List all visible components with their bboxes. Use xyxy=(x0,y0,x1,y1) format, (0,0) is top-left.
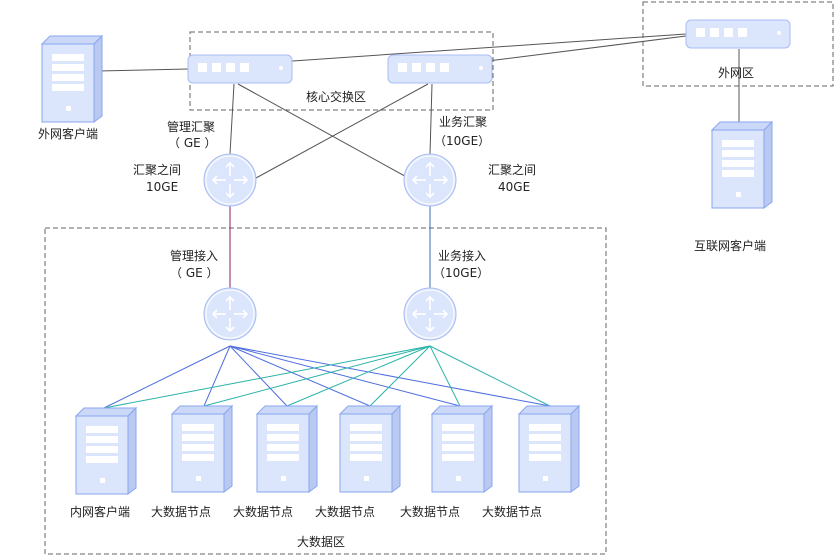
mgmt-access-router xyxy=(203,287,257,341)
mgmt-access-link xyxy=(229,345,461,407)
mgmt-aggregation-label: 管理汇聚 xyxy=(167,119,215,134)
bigdata-node-server-1 xyxy=(171,405,233,493)
agg-between-right-speed: 40GE xyxy=(498,180,530,194)
biz-access-link xyxy=(103,345,431,409)
bigdata-zone-label: 大数据区 xyxy=(297,534,345,549)
biz-access-link xyxy=(429,345,551,407)
core-zone-label: 核心交换区 xyxy=(306,89,366,104)
access-fanout-links xyxy=(103,345,551,409)
mgmt-access-link xyxy=(229,345,288,407)
biz-access-link xyxy=(429,345,461,407)
biz-access-link xyxy=(369,345,431,407)
bigdata-node-label: 大数据节点 xyxy=(482,504,542,519)
bigdata-node-label: 大数据节点 xyxy=(400,504,460,519)
internet-client-label: 互联网客户端 xyxy=(694,238,766,253)
biz-aggregation-label: 业务汇聚 xyxy=(439,114,487,129)
external-switch xyxy=(685,19,791,49)
bigdata-node-label: 大数据节点 xyxy=(233,504,293,519)
agg-between-left-label: 汇聚之间 xyxy=(133,163,181,177)
internal-client-server xyxy=(75,407,137,495)
mgmt-aggregation-speed: （ GE ） xyxy=(168,136,217,150)
mgmt-agg-link xyxy=(229,83,235,155)
core-switch-biz xyxy=(387,54,493,84)
wan-link-biz xyxy=(479,35,687,63)
mgmt-access-label: 管理接入 xyxy=(170,248,218,263)
cross-link-a xyxy=(237,83,413,181)
core-switch-mgmt xyxy=(187,54,293,84)
biz-access-link xyxy=(203,345,431,407)
external-client-server xyxy=(41,35,103,123)
biz-access-link xyxy=(286,345,431,407)
internal-client-label: 内网客户端 xyxy=(70,504,130,519)
core-links xyxy=(97,33,740,181)
external-zone-label: 外网区 xyxy=(718,66,754,80)
biz-access-speed: （10GE） xyxy=(433,266,489,280)
internet-client-server xyxy=(711,121,773,209)
bigdata-node-server-3 xyxy=(339,405,401,493)
biz-aggregation-router xyxy=(403,153,457,207)
bigdata-zone-box xyxy=(44,227,607,555)
bigdata-node-server-4 xyxy=(431,405,493,493)
agg-between-left-speed: 10GE xyxy=(146,180,178,194)
mgmt-access-speed: （ GE ） xyxy=(170,266,219,280)
external-zone-box xyxy=(642,1,834,87)
external-client-link xyxy=(97,68,189,72)
bigdata-node-server-2 xyxy=(256,405,318,493)
bigdata-node-label: 大数据节点 xyxy=(151,504,211,519)
bigdata-node-server-5 xyxy=(518,405,580,493)
bigdata-node-label: 大数据节点 xyxy=(315,504,375,519)
mgmt-access-link xyxy=(103,345,231,409)
mgmt-access-link xyxy=(229,345,551,407)
agg-between-right-label: 汇聚之间 xyxy=(488,163,536,177)
mgmt-access-link xyxy=(203,345,231,407)
biz-aggregation-speed: （10GE） xyxy=(434,134,490,148)
mgmt-aggregation-router xyxy=(203,153,257,207)
biz-access-label: 业务接入 xyxy=(438,248,486,263)
cross-link-b xyxy=(255,83,429,179)
wan-link-mgmt xyxy=(277,33,687,63)
biz-access-router xyxy=(403,287,457,341)
mgmt-access-link xyxy=(229,345,371,407)
biz-agg-link xyxy=(429,83,433,155)
external-client-label: 外网客户端 xyxy=(38,126,98,141)
